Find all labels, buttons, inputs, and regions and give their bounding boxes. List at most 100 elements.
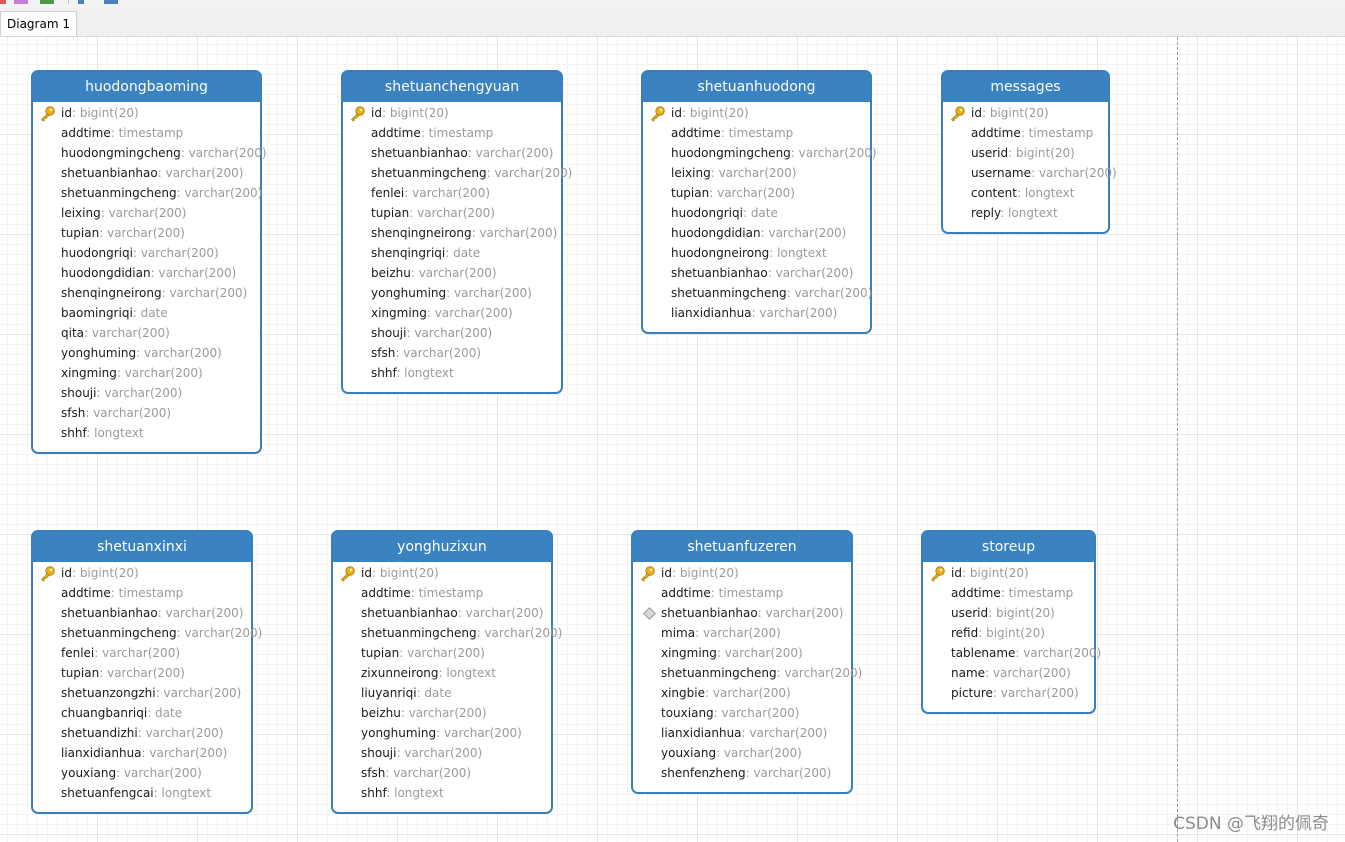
field-row[interactable]: addtime: timestamp (943, 123, 1108, 143)
toolbar-red-icon[interactable] (0, 0, 6, 4)
field-row[interactable]: shhf: longtext (33, 423, 260, 443)
field-row[interactable]: fenlei: varchar(200) (343, 183, 561, 203)
table-title[interactable]: storeup (923, 532, 1094, 562)
table-title[interactable]: shetuanfuzeren (633, 532, 851, 562)
table-title[interactable]: shetuanchengyuan (343, 72, 561, 102)
field-row[interactable]: reply: longtext (943, 203, 1108, 223)
field-row[interactable]: shetuanbianhao: varchar(200) (343, 143, 561, 163)
field-row[interactable]: addtime: timestamp (923, 583, 1094, 603)
tab-diagram-1[interactable]: Diagram 1 (0, 11, 77, 36)
field-row[interactable]: beizhu: varchar(200) (333, 703, 551, 723)
field-row[interactable]: leixing: varchar(200) (33, 203, 260, 223)
field-row[interactable]: shouji: varchar(200) (33, 383, 260, 403)
field-row[interactable]: picture: varchar(200) (923, 683, 1094, 703)
field-row[interactable]: username: varchar(200) (943, 163, 1117, 183)
field-row[interactable]: id: bigint(20) (33, 563, 251, 583)
field-row[interactable]: userid: bigint(20) (923, 603, 1094, 623)
field-row[interactable]: shenqingneirong: varchar(200) (343, 223, 561, 243)
field-row[interactable]: leixing: varchar(200) (643, 163, 870, 183)
field-row[interactable]: shetuanmingcheng: varchar(200) (633, 663, 862, 683)
field-row[interactable]: addtime: timestamp (643, 123, 870, 143)
field-row[interactable]: huodongmingcheng: varchar(200) (643, 143, 877, 163)
field-row[interactable]: yonghuming: varchar(200) (33, 343, 260, 363)
field-row[interactable]: refid: bigint(20) (923, 623, 1094, 643)
field-row[interactable]: xingming: varchar(200) (633, 643, 851, 663)
field-row[interactable]: shetuanmingcheng: varchar(200) (333, 623, 562, 643)
field-row[interactable]: tupian: varchar(200) (343, 203, 561, 223)
table-title[interactable]: huodongbaoming (33, 72, 260, 102)
field-row[interactable]: yonghuming: varchar(200) (333, 723, 551, 743)
field-row[interactable]: tupian: varchar(200) (33, 223, 260, 243)
field-row[interactable]: addtime: timestamp (343, 123, 561, 143)
field-row[interactable]: lianxidianhua: varchar(200) (633, 723, 851, 743)
field-row[interactable]: shouji: varchar(200) (333, 743, 551, 763)
field-row[interactable]: shetuanfengcai: longtext (33, 783, 251, 803)
field-row[interactable]: huodongneirong: longtext (643, 243, 870, 263)
field-row[interactable]: shhf: longtext (343, 363, 561, 383)
field-row[interactable]: shenqingriqi: date (343, 243, 561, 263)
toolbar-purple-icon[interactable] (14, 0, 28, 4)
field-row[interactable]: shetuanbianhao: varchar(200) (633, 603, 851, 623)
field-row[interactable]: shetuanmingcheng: varchar(200) (33, 183, 262, 203)
field-row[interactable]: fenlei: varchar(200) (33, 643, 251, 663)
table-title[interactable]: shetuanxinxi (33, 532, 251, 562)
table-title[interactable]: messages (943, 72, 1108, 102)
field-row[interactable]: shetuanbianhao: varchar(200) (643, 263, 870, 283)
field-row[interactable]: xingbie: varchar(200) (633, 683, 851, 703)
field-row[interactable]: xingming: varchar(200) (33, 363, 260, 383)
field-row[interactable]: shenfenzheng: varchar(200) (633, 763, 851, 783)
field-row[interactable]: liuyanriqi: date (333, 683, 551, 703)
field-row[interactable]: huodongdidian: varchar(200) (33, 263, 260, 283)
field-row[interactable]: shetuanzongzhi: varchar(200) (33, 683, 251, 703)
table-title[interactable]: yonghuzixun (333, 532, 551, 562)
field-row[interactable]: id: bigint(20) (643, 103, 870, 123)
field-row[interactable]: addtime: timestamp (633, 583, 851, 603)
field-row[interactable]: sfsh: varchar(200) (33, 403, 260, 423)
field-row[interactable]: lianxidianhua: varchar(200) (643, 303, 870, 323)
field-row[interactable]: shetuanmingcheng: varchar(200) (343, 163, 572, 183)
field-row[interactable]: sfsh: varchar(200) (333, 763, 551, 783)
field-row[interactable]: shouji: varchar(200) (343, 323, 561, 343)
field-row[interactable]: id: bigint(20) (343, 103, 561, 123)
field-row[interactable]: id: bigint(20) (633, 563, 851, 583)
field-row[interactable]: shetuandizhi: varchar(200) (33, 723, 251, 743)
field-row[interactable]: beizhu: varchar(200) (343, 263, 561, 283)
field-row[interactable]: tablename: varchar(200) (923, 643, 1101, 663)
field-row[interactable]: tupian: varchar(200) (333, 643, 551, 663)
field-row[interactable]: yonghuming: varchar(200) (343, 283, 561, 303)
field-row[interactable]: shetuanmingcheng: varchar(200) (33, 623, 262, 643)
toolbar-blue-icon[interactable] (78, 0, 84, 4)
field-row[interactable]: lianxidianhua: varchar(200) (33, 743, 251, 763)
table-title[interactable]: shetuanhuodong (643, 72, 870, 102)
field-row[interactable]: shetuanbianhao: varchar(200) (333, 603, 551, 623)
field-row[interactable]: huodongmingcheng: varchar(200) (33, 143, 267, 163)
field-row[interactable]: tupian: varchar(200) (643, 183, 870, 203)
field-row[interactable]: shetuanmingcheng: varchar(200) (643, 283, 872, 303)
field-row[interactable]: id: bigint(20) (923, 563, 1094, 583)
field-row[interactable]: id: bigint(20) (33, 103, 260, 123)
field-row[interactable]: qita: varchar(200) (33, 323, 260, 343)
field-row[interactable]: mima: varchar(200) (633, 623, 851, 643)
field-row[interactable]: addtime: timestamp (33, 123, 260, 143)
field-row[interactable]: touxiang: varchar(200) (633, 703, 851, 723)
field-row[interactable]: youxiang: varchar(200) (633, 743, 851, 763)
toolbar-green-icon[interactable] (40, 0, 54, 4)
field-row[interactable]: shetuanbianhao: varchar(200) (33, 603, 251, 623)
field-row[interactable]: sfsh: varchar(200) (343, 343, 561, 363)
field-row[interactable]: baomingriqi: date (33, 303, 260, 323)
field-row[interactable]: addtime: timestamp (33, 583, 251, 603)
field-row[interactable]: id: bigint(20) (943, 103, 1108, 123)
field-row[interactable]: huodongdidian: varchar(200) (643, 223, 870, 243)
field-row[interactable]: tupian: varchar(200) (33, 663, 251, 683)
toolbar-grid-icon[interactable] (104, 0, 118, 4)
field-row[interactable]: shenqingneirong: varchar(200) (33, 283, 260, 303)
